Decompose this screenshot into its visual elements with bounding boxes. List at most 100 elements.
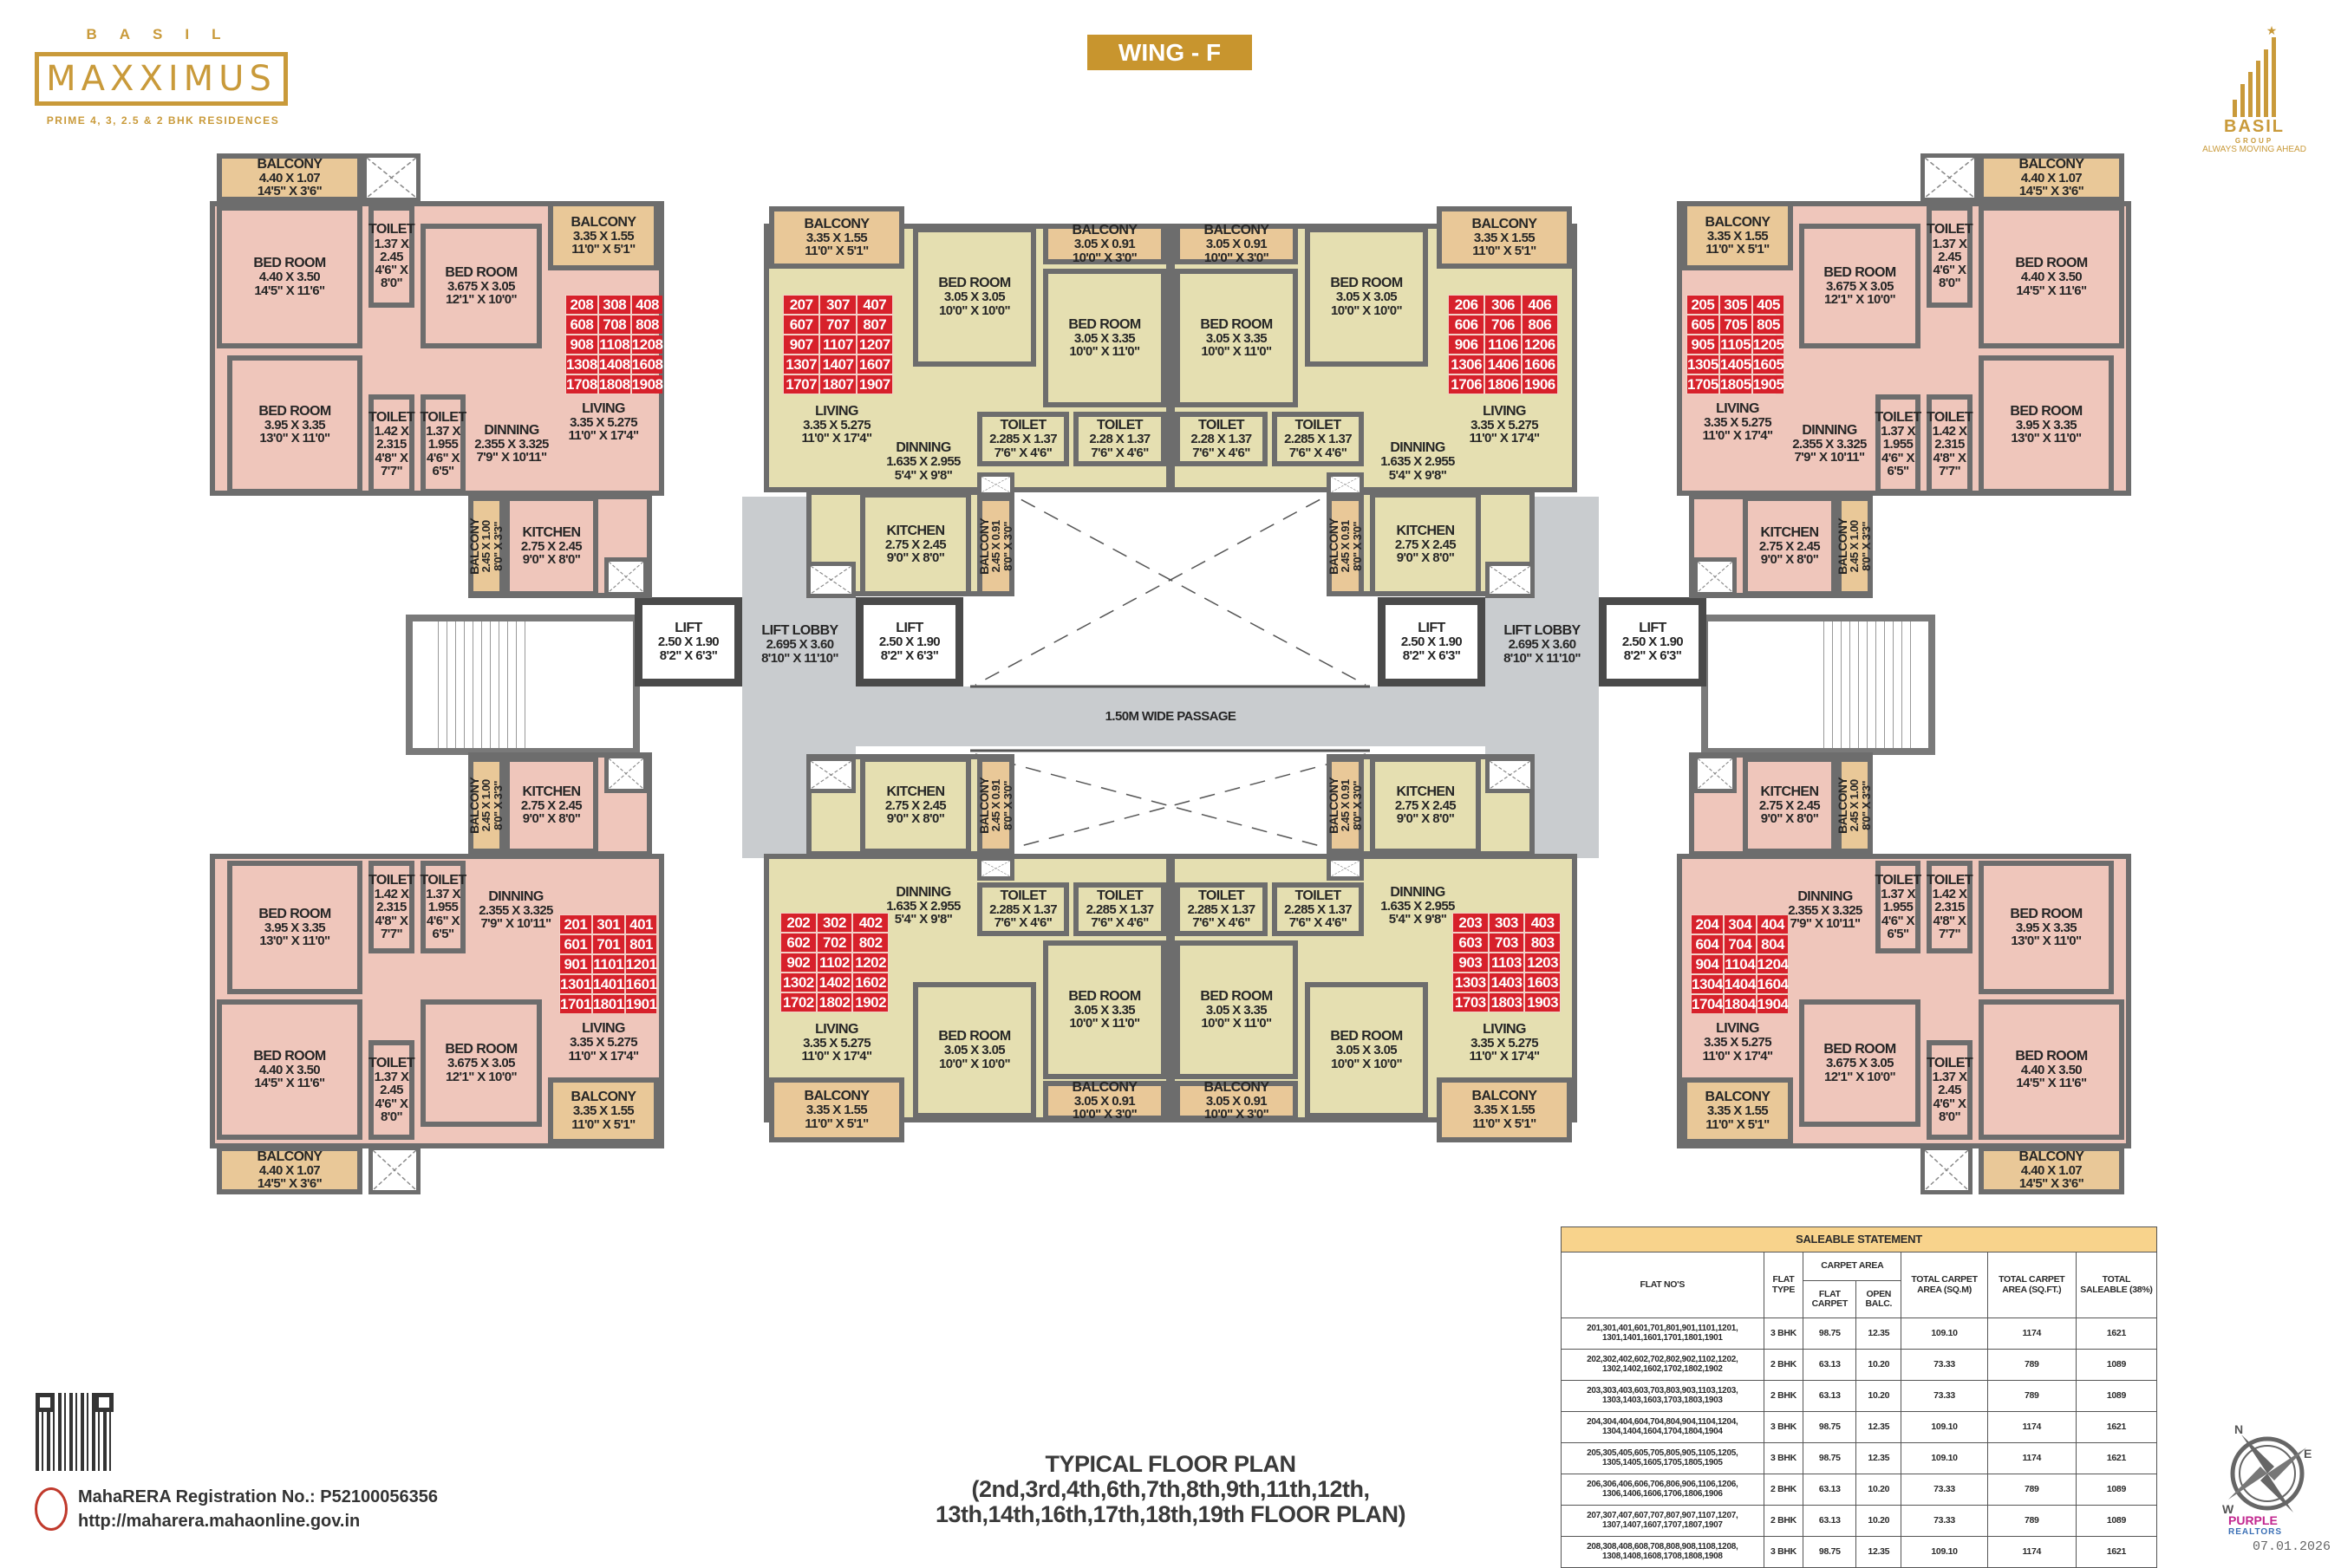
- unit-number[interactable]: 1901: [625, 995, 657, 1013]
- unit-number[interactable]: 1606: [1522, 355, 1557, 374]
- unit-number[interactable]: 604: [1692, 935, 1723, 953]
- unit-number[interactable]: 1604: [1757, 975, 1789, 993]
- unit-number[interactable]: 1402: [817, 973, 852, 992]
- unit-number[interactable]: 308: [598, 296, 630, 314]
- unit-number[interactable]: 708: [598, 316, 630, 334]
- unit-number[interactable]: 702: [817, 934, 852, 952]
- unit-number[interactable]: 1602: [853, 973, 888, 992]
- unit-number[interactable]: 606: [1449, 316, 1484, 334]
- unit-number[interactable]: 1107: [820, 335, 856, 354]
- unit-number[interactable]: 1206: [1522, 335, 1557, 354]
- unit-number[interactable]: 907: [784, 335, 819, 354]
- unit-number[interactable]: 1807: [820, 375, 856, 394]
- unit-number[interactable]: 1104: [1724, 955, 1756, 973]
- unit-number[interactable]: 1803: [1489, 993, 1524, 1012]
- unit-number[interactable]: 1704: [1692, 995, 1723, 1013]
- unit-number[interactable]: 603: [1453, 934, 1488, 952]
- unit-number[interactable]: 204: [1692, 915, 1723, 934]
- unit-number[interactable]: 608: [566, 316, 597, 334]
- unit-number[interactable]: 1308: [566, 355, 597, 374]
- unit-number[interactable]: 607: [784, 316, 819, 334]
- unit-number[interactable]: 1801: [592, 995, 624, 1013]
- unit-number[interactable]: 1301: [560, 975, 591, 993]
- unit-number[interactable]: 1904: [1757, 995, 1789, 1013]
- unit-number[interactable]: 208: [566, 296, 597, 314]
- unit-number[interactable]: 1103: [1489, 953, 1524, 972]
- unit-number[interactable]: 1108: [598, 335, 630, 354]
- unit-number[interactable]: 1706: [1449, 375, 1484, 394]
- unit-number[interactable]: 1208: [631, 335, 663, 354]
- unit-number[interactable]: 1202: [853, 953, 888, 972]
- unit-number[interactable]: 408: [631, 296, 663, 314]
- unit-number[interactable]: 307: [820, 296, 856, 314]
- unit-number[interactable]: 304: [1724, 915, 1756, 934]
- unit-number[interactable]: 1408: [598, 355, 630, 374]
- unit-number[interactable]: 1907: [857, 375, 892, 394]
- unit-number[interactable]: 1607: [857, 355, 892, 374]
- unit-number[interactable]: 1702: [781, 993, 816, 1012]
- unit-number[interactable]: 1201: [625, 955, 657, 973]
- unit-number[interactable]: 803: [1525, 934, 1560, 952]
- unit-number[interactable]: 804: [1757, 935, 1789, 953]
- unit-number[interactable]: 1406: [1485, 355, 1521, 374]
- unit-number[interactable]: 1701: [560, 995, 591, 1013]
- unit-number[interactable]: 1401: [592, 975, 624, 993]
- unit-number[interactable]: 601: [560, 935, 591, 953]
- unit-number[interactable]: 802: [853, 934, 888, 952]
- unit-number[interactable]: 801: [625, 935, 657, 953]
- unit-number[interactable]: 1906: [1522, 375, 1557, 394]
- unit-number[interactable]: 202: [781, 914, 816, 932]
- unit-number[interactable]: 402: [853, 914, 888, 932]
- unit-number[interactable]: 1101: [592, 955, 624, 973]
- unit-number[interactable]: 705: [1719, 316, 1751, 334]
- unit-number[interactable]: 1105: [1719, 335, 1751, 354]
- unit-number[interactable]: 303: [1489, 914, 1524, 932]
- unit-number[interactable]: 201: [560, 915, 591, 934]
- unit-number[interactable]: 1304: [1692, 975, 1723, 993]
- unit-number[interactable]: 403: [1525, 914, 1560, 932]
- unit-number[interactable]: 701: [592, 935, 624, 953]
- unit-number[interactable]: 1608: [631, 355, 663, 374]
- unit-number[interactable]: 306: [1485, 296, 1521, 314]
- unit-number[interactable]: 1806: [1485, 375, 1521, 394]
- unit-number[interactable]: 1905: [1752, 375, 1784, 394]
- unit-number[interactable]: 1708: [566, 375, 597, 394]
- unit-number[interactable]: 1707: [784, 375, 819, 394]
- unit-number[interactable]: 602: [781, 934, 816, 952]
- unit-number[interactable]: 908: [566, 335, 597, 354]
- unit-number[interactable]: 1804: [1724, 995, 1756, 1013]
- unit-number[interactable]: 902: [781, 953, 816, 972]
- unit-number[interactable]: 901: [560, 955, 591, 973]
- unit-number[interactable]: 1102: [817, 953, 852, 972]
- unit-number[interactable]: 1805: [1719, 375, 1751, 394]
- unit-number[interactable]: 1902: [853, 993, 888, 1012]
- unit-number[interactable]: 703: [1489, 934, 1524, 952]
- unit-number[interactable]: 1305: [1687, 355, 1718, 374]
- unit-number[interactable]: 305: [1719, 296, 1751, 314]
- unit-number[interactable]: 707: [820, 316, 856, 334]
- unit-number[interactable]: 1705: [1687, 375, 1718, 394]
- unit-number[interactable]: 1307: [784, 355, 819, 374]
- unit-number[interactable]: 704: [1724, 935, 1756, 953]
- unit-number[interactable]: 1407: [820, 355, 856, 374]
- unit-number[interactable]: 805: [1752, 316, 1784, 334]
- unit-number[interactable]: 1903: [1525, 993, 1560, 1012]
- unit-number[interactable]: 1405: [1719, 355, 1751, 374]
- unit-number[interactable]: 207: [784, 296, 819, 314]
- unit-number[interactable]: 1106: [1485, 335, 1521, 354]
- unit-number[interactable]: 404: [1757, 915, 1789, 934]
- unit-number[interactable]: 1808: [598, 375, 630, 394]
- unit-number[interactable]: 903: [1453, 953, 1488, 972]
- unit-number[interactable]: 405: [1752, 296, 1784, 314]
- unit-number[interactable]: 1302: [781, 973, 816, 992]
- unit-number[interactable]: 1404: [1724, 975, 1756, 993]
- unit-number[interactable]: 203: [1453, 914, 1488, 932]
- unit-number[interactable]: 1802: [817, 993, 852, 1012]
- unit-number[interactable]: 407: [857, 296, 892, 314]
- unit-number[interactable]: 406: [1522, 296, 1557, 314]
- unit-number[interactable]: 807: [857, 316, 892, 334]
- unit-number[interactable]: 1303: [1453, 973, 1488, 992]
- unit-number[interactable]: 706: [1485, 316, 1521, 334]
- unit-number[interactable]: 1207: [857, 335, 892, 354]
- unit-number[interactable]: 401: [625, 915, 657, 934]
